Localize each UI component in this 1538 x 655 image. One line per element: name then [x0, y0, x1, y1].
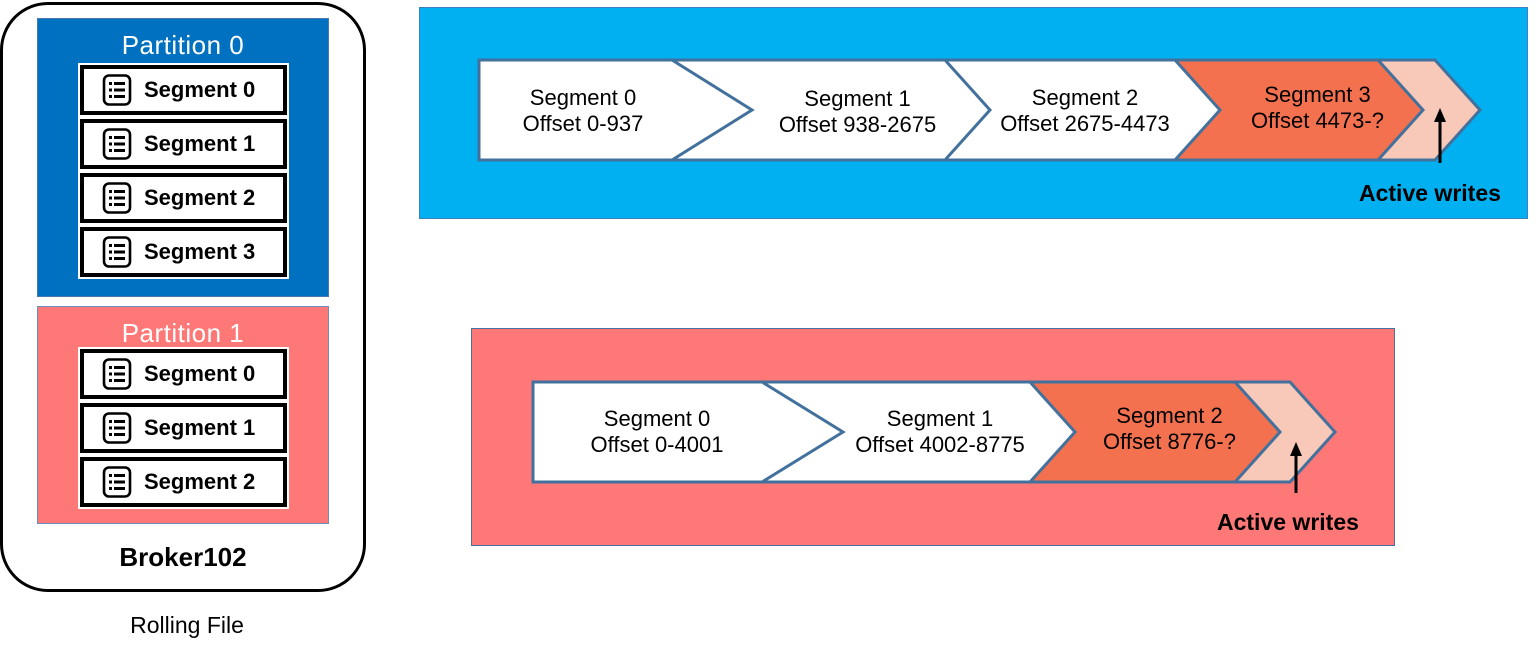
active-writes-label: Active writes — [1217, 509, 1359, 535]
timeline-segment-label: Segment 3 Offset 4473-? — [1225, 82, 1410, 134]
segment-offset: Offset 4002-8775 — [855, 432, 1025, 457]
segment-offset: Offset 4473-? — [1251, 108, 1384, 133]
segment-file: Segment 2 — [78, 171, 289, 225]
document-list-icon — [102, 128, 132, 160]
document-list-icon — [102, 412, 132, 444]
timeline-segment-label: Segment 1 Offset 4002-8775 — [840, 406, 1040, 458]
segment-file: Segment 2 — [78, 455, 289, 509]
segment-file-label: Segment 3 — [144, 239, 256, 264]
partition-title: Partition 0 — [121, 30, 245, 60]
partition-1: Partition 1 Segment 0 Segment 1 Segment … — [37, 306, 329, 524]
segment-offset: Offset 938-2675 — [778, 112, 937, 137]
segment-name: Segment 2 — [1031, 85, 1139, 110]
arrowhead-icon — [1290, 442, 1302, 456]
segment-offset: Offset 2675-4473 — [1000, 111, 1170, 136]
segment-file-label: Segment 1 — [144, 415, 256, 440]
document-list-icon — [102, 236, 132, 268]
segment-name: Segment 1 — [886, 406, 994, 431]
segment-file-label: Segment 1 — [144, 131, 256, 156]
timeline-segment-label: Segment 1 Offset 938-2675 — [760, 86, 955, 138]
document-list-icon — [102, 74, 132, 106]
figure-caption: Rolling File — [130, 612, 244, 638]
segment-offset: Offset 8776-? — [1103, 429, 1236, 454]
broker-name: Broker102 — [119, 542, 247, 572]
partition-0: Partition 0 Segment 0 Segment 1 Segment … — [37, 18, 329, 297]
segment-file: Segment 0 — [78, 63, 289, 117]
segment-offset: Offset 0-937 — [522, 111, 644, 136]
segment-name: Segment 1 — [804, 86, 911, 111]
segment-file-label: Segment 2 — [144, 469, 256, 494]
timeline-segment-label: Segment 0 Offset 0-937 — [503, 85, 663, 137]
document-list-icon — [102, 358, 132, 390]
segment-name: Segment 3 — [1264, 82, 1371, 107]
segment-file-label: Segment 2 — [144, 185, 256, 210]
segment-file: Segment 1 — [78, 117, 289, 171]
segment-file: Segment 3 — [78, 225, 289, 279]
segment-file: Segment 0 — [78, 347, 289, 401]
timeline-segment-label: Segment 2 Offset 8776-? — [1082, 403, 1257, 455]
timeline-segment-label: Segment 0 Offset 0-4001 — [572, 406, 742, 458]
segment-offset: Offset 0-4001 — [590, 432, 724, 457]
segment-file: Segment 1 — [78, 401, 289, 455]
segment-name: Segment 0 — [529, 85, 637, 110]
partition-title: Partition 1 — [121, 318, 245, 348]
timeline-segment-label: Segment 2 Offset 2675-4473 — [985, 85, 1185, 137]
segment-file-label: Segment 0 — [144, 77, 256, 102]
segment-chevron — [531, 380, 846, 484]
arrowhead-icon — [1434, 108, 1446, 122]
document-list-icon — [102, 466, 132, 498]
segment-file-label: Segment 0 — [144, 361, 256, 386]
active-writes-label: Active writes — [1359, 180, 1501, 206]
document-list-icon — [102, 182, 132, 214]
segment-name: Segment 2 — [1116, 403, 1223, 428]
segment-chevron — [477, 58, 755, 162]
segment-name: Segment 0 — [603, 406, 711, 431]
